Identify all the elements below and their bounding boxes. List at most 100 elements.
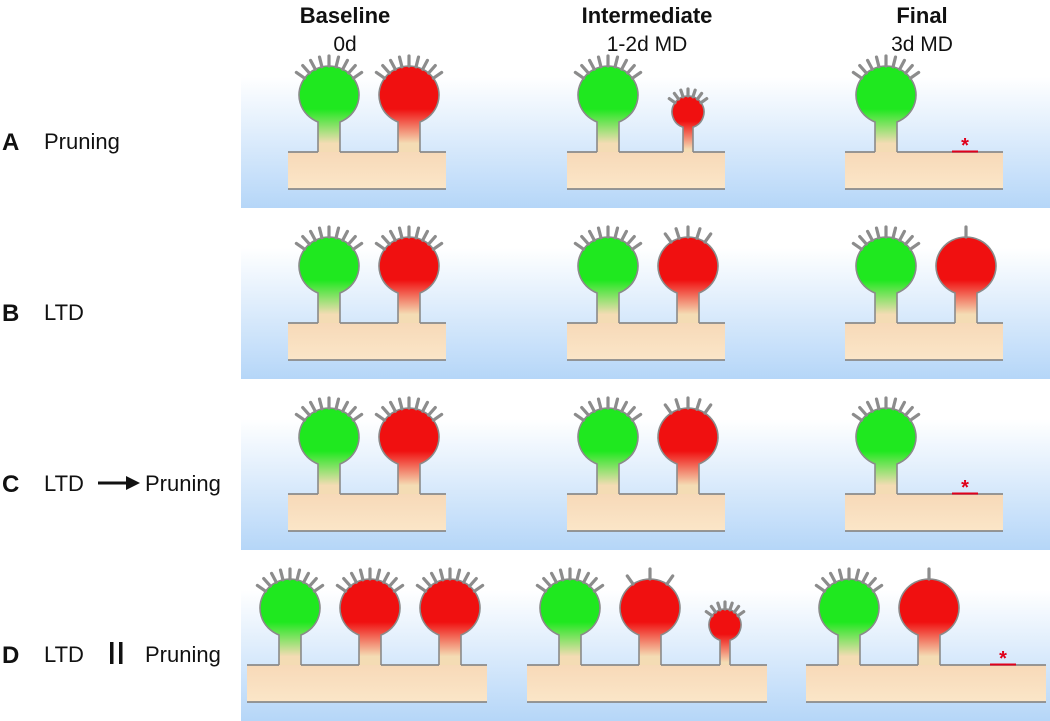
receptor-mark — [667, 97, 677, 105]
receptor-mark — [351, 70, 364, 80]
receptor-mark — [613, 55, 620, 69]
green-spine — [573, 225, 643, 323]
receptor-mark — [415, 583, 428, 593]
receptor-mark — [341, 229, 350, 242]
dendrite-panel: * — [845, 396, 1003, 532]
receptor-mark — [620, 58, 629, 71]
receptor-mark — [549, 571, 558, 584]
receptor-mark — [630, 241, 643, 251]
receptor-mark — [580, 234, 590, 246]
receptor-mark — [858, 63, 868, 75]
receptor-mark — [630, 70, 643, 80]
dendrite-shaft — [845, 152, 1003, 189]
receptor-mark — [891, 397, 898, 411]
receptor-mark — [427, 234, 437, 246]
dendrite-panel — [288, 396, 446, 532]
receptor-mark — [335, 583, 348, 593]
dendrite-shaft — [288, 494, 446, 531]
dendrite-shaft — [567, 152, 725, 189]
receptor-mark — [431, 241, 444, 251]
receptor-mark — [351, 241, 364, 251]
receptor-mark — [374, 241, 387, 251]
receptor-mark — [422, 576, 432, 588]
receptor-mark — [472, 583, 485, 593]
receptor-mark — [709, 604, 718, 614]
receptor-mark — [388, 229, 397, 242]
column-subtitle-final: 3d MD — [891, 33, 953, 56]
row-label-text: Pruning — [44, 129, 120, 154]
receptor-mark — [575, 568, 582, 582]
green-spine — [294, 225, 364, 323]
receptor-mark — [814, 583, 827, 593]
column-title-final: Final — [896, 3, 947, 28]
row-label-b: B LTD — [2, 300, 84, 327]
receptor-mark — [858, 405, 868, 417]
dendrite-panel — [567, 225, 725, 361]
row-letter: B — [2, 300, 19, 327]
receptor-mark — [665, 574, 675, 586]
receptor-mark — [317, 397, 324, 411]
green-spine — [851, 396, 921, 494]
red-spine — [657, 225, 719, 323]
green-spine — [851, 54, 921, 152]
receptor-mark — [620, 400, 629, 413]
receptor-mark — [294, 70, 307, 80]
red-spine — [374, 54, 444, 152]
receptor-mark — [908, 70, 921, 80]
receptor-mark — [347, 63, 357, 75]
column-title-baseline: Baseline — [300, 3, 391, 28]
column-title-intermediate: Intermediate — [582, 3, 713, 28]
row-labels: A Pruning B LTD C LTD Pruning D LTD Prun… — [2, 129, 221, 669]
receptor-mark — [736, 610, 746, 618]
receptor-mark — [421, 229, 430, 242]
receptor-mark — [626, 234, 636, 246]
receptor-mark — [382, 571, 391, 584]
red-spine — [374, 396, 444, 494]
elimination-asterisk: * — [961, 135, 969, 157]
dendrite-shaft — [288, 152, 446, 189]
dendrite-shaft — [567, 323, 725, 360]
receptor-mark — [674, 227, 681, 240]
receptor-mark — [837, 568, 844, 582]
receptor-mark — [732, 604, 741, 614]
receptor-mark — [308, 400, 317, 413]
receptor-mark — [596, 55, 603, 69]
receptor-mark — [587, 400, 596, 413]
receptor-mark — [301, 63, 311, 75]
row-label-a: A Pruning — [2, 129, 120, 156]
receptor-mark — [898, 229, 907, 242]
receptor-mark — [429, 571, 438, 584]
receptor-mark — [374, 70, 387, 80]
receptor-mark — [438, 568, 445, 582]
green-spine — [535, 567, 605, 665]
receptor-mark — [294, 241, 307, 251]
receptor-mark — [891, 226, 898, 240]
red-spine — [704, 600, 746, 665]
row-letter: D — [2, 642, 19, 669]
row-letter: A — [2, 129, 19, 156]
receptor-mark — [904, 405, 914, 417]
receptor-mark — [695, 398, 702, 411]
dendrite-panel — [845, 225, 1003, 361]
receptor-mark — [351, 412, 364, 422]
receptor-mark — [542, 576, 552, 588]
row-label-text: Pruning — [145, 642, 221, 667]
receptor-mark — [431, 70, 444, 80]
receptor-mark — [421, 58, 430, 71]
green-spine — [255, 567, 325, 665]
dendrite-shaft — [288, 323, 446, 360]
dendrite-panel — [247, 567, 487, 703]
receptor-mark — [294, 412, 307, 422]
receptor-mark — [828, 571, 837, 584]
receptor-mark — [904, 63, 914, 75]
row-label-d: D LTD Pruning — [2, 642, 221, 669]
dendrite-panel: * — [845, 54, 1003, 190]
receptor-mark — [255, 583, 268, 593]
receptor-mark — [908, 241, 921, 251]
receptor-mark — [596, 397, 603, 411]
receptor-mark — [871, 583, 884, 593]
receptor-mark — [674, 398, 681, 411]
receptor-mark — [861, 571, 870, 584]
receptor-mark — [573, 241, 586, 251]
elimination-asterisk: * — [961, 477, 969, 499]
